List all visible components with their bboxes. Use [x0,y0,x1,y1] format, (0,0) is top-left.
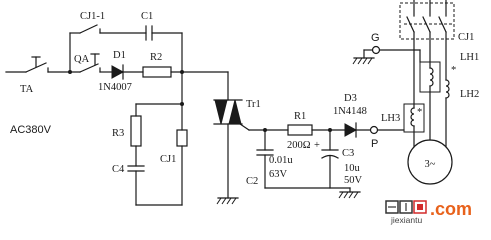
contact-blade-a [406,16,415,33]
ground-hatch [362,57,368,65]
triac-triangle-down [214,99,228,125]
label-c3-value: 10u [344,163,361,174]
label-ta: TA [20,84,34,95]
resistor-r3 [130,115,142,147]
label-r2: R2 [150,52,162,63]
ground-hatch [338,191,344,199]
label-terminal-p: P [371,138,378,150]
label-c1: C1 [141,11,153,22]
label-lh3: LH3 [381,113,400,124]
ground-hatch [343,191,349,199]
resistor-r2 [142,66,172,78]
label-lh2: LH2 [460,89,479,100]
label-qa: QA [74,54,90,65]
terminal-circle [371,45,381,55]
label-d1-part: 1N4007 [98,82,132,93]
three-phase-motor: 3~ [407,139,453,185]
logo-glyph [385,200,399,214]
contactor-enclosure [399,2,455,40]
label-supply-voltage: AC380V [10,124,52,136]
watermark-pinyin: jiexiantu [390,215,422,225]
logo-glyph [399,200,413,214]
label-c2-voltage: 63V [269,169,288,180]
current-transformer-lh1-box [419,61,441,93]
ground-symbol [338,191,361,199]
current-transformer-lh2-coil [445,79,450,99]
triac-tr1 [213,71,250,199]
r3-c4-branch [127,103,183,206]
label-c3-voltage: 50V [344,175,363,186]
start-button-qa [79,53,101,73]
label-cj1-1: CJ1-1 [80,11,105,22]
diode-triangle [344,123,358,137]
relay-coil-cj1 [176,129,188,147]
watermark-logo [385,200,427,214]
terminal-p [369,125,405,135]
circuit-schematic: TA QA D1 1N4007 R2 CJ1-1 C1 AC380V CJ1 [5,0,479,225]
contact-blade-cj1-1 [79,24,98,34]
diode-d1 [111,64,125,80]
current-transformer-lh1-coil [429,67,434,87]
label-c3-polarity: + [314,140,320,151]
diode-triangle [111,65,125,79]
watermark: .com jiexiantu [385,199,472,225]
main-rail [5,70,229,74]
terminal-g [363,45,421,63]
diode-d3 [344,122,372,138]
ground-hatch [216,197,222,205]
stop-button-ta [25,56,49,73]
label-c2-value: 0.01u [269,155,293,166]
label-motor: 3~ [425,159,436,170]
label-r3: R3 [112,128,124,139]
phase-c [445,31,450,148]
phase-a [403,31,425,148]
polarity-mark-lh3: * [417,107,422,118]
ground-symbol [216,197,239,205]
ground-symbol [352,57,375,65]
capacitor-c2 [256,129,274,189]
label-c4: C4 [112,164,125,175]
watermark-domain: .com [430,199,472,219]
resistor-r1 [287,124,313,136]
label-r1: R1 [294,111,306,122]
gate-rail [248,124,346,136]
label-terminal-g: G [371,32,380,44]
ground-hatch [352,57,358,65]
capacitor-c3 [264,129,351,193]
top-branch [69,24,183,73]
polarity-mark-lh1: * [451,65,456,76]
relay-column [176,71,188,206]
ground-hatch [348,191,354,199]
ground-hatch [231,197,237,205]
label-c2: C2 [246,176,258,187]
contactor-cj1 [399,0,455,40]
label-tr1: Tr1 [246,99,261,110]
logo-glyph [413,200,427,214]
triac-triangle-up [228,99,242,125]
current-transformer-lh3-coil [410,107,415,127]
triac-gate-lead [239,123,250,131]
contact-blade-c [438,16,447,33]
label-d3-part: 1N4148 [333,106,367,117]
motor-circle [407,139,453,185]
label-contactor-cj1: CJ1 [458,32,474,43]
label-r1-value: 200Ω [287,140,311,151]
label-relay-coil-cj1: CJ1 [160,154,176,165]
label-c3: C3 [342,148,354,159]
current-transformer-lh3-box [403,103,425,133]
ground-hatch [226,197,232,205]
ground-hatch [221,197,227,205]
label-d3: D3 [344,93,357,104]
terminal-circle [369,125,379,135]
ground-hatch [367,57,373,65]
ground-hatch [357,57,363,65]
label-d1: D1 [113,50,126,61]
ground-hatch [353,191,359,199]
contact-blade-b [422,16,431,33]
logo-glyph-fill [417,204,423,210]
label-lh1: LH1 [460,52,479,63]
phase-b [419,31,441,141]
